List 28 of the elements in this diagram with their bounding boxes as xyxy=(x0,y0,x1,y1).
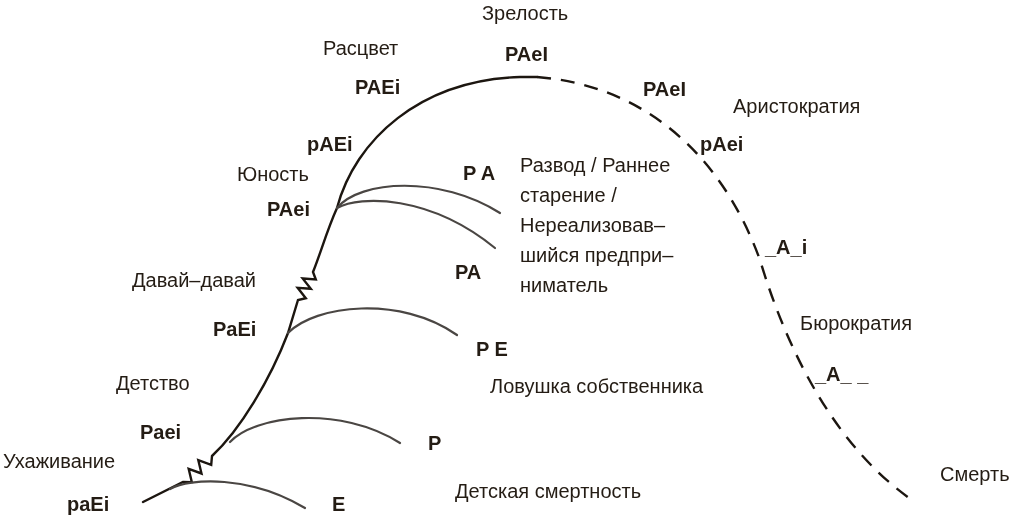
stage-label: Давай–давай xyxy=(132,268,256,292)
code-label: pAEi xyxy=(307,132,353,156)
code-label: P E xyxy=(476,337,508,361)
code-label: Paei xyxy=(140,420,182,444)
code-label: PaEi xyxy=(213,317,257,341)
stage-label: Юность xyxy=(237,162,309,186)
stage-label: Расцвет xyxy=(323,36,399,60)
code-label: P A xyxy=(463,161,496,185)
stage-label: Развод / Раннее старение / Нереализовав– шийся предпри– ниматель xyxy=(520,153,675,298)
code-label: P xyxy=(428,431,442,455)
code-label: _A_ _ xyxy=(815,362,869,386)
code-label: PA xyxy=(455,260,482,284)
code-label: _A_i xyxy=(765,235,808,259)
stage-label: Ловушка собственника xyxy=(490,374,704,398)
stage-label: Зрелость xyxy=(482,1,569,25)
stage-label: Детство xyxy=(116,371,190,395)
stage-label: Детская смертность xyxy=(455,479,642,503)
code-label: PAEi xyxy=(355,75,401,99)
code-label: paEi xyxy=(67,492,110,516)
code-label: PAeI xyxy=(505,42,548,66)
code-label: E xyxy=(332,492,346,516)
stage-label: Смерть xyxy=(940,462,1010,486)
stage-label: Аристократия xyxy=(733,94,861,118)
stage-label: Бюрократия xyxy=(800,311,913,335)
code-label: PAei xyxy=(267,197,310,221)
stage-label: Ухаживание xyxy=(3,449,116,473)
code-label: pAei xyxy=(700,132,744,156)
code-label: PAeI xyxy=(643,77,686,101)
